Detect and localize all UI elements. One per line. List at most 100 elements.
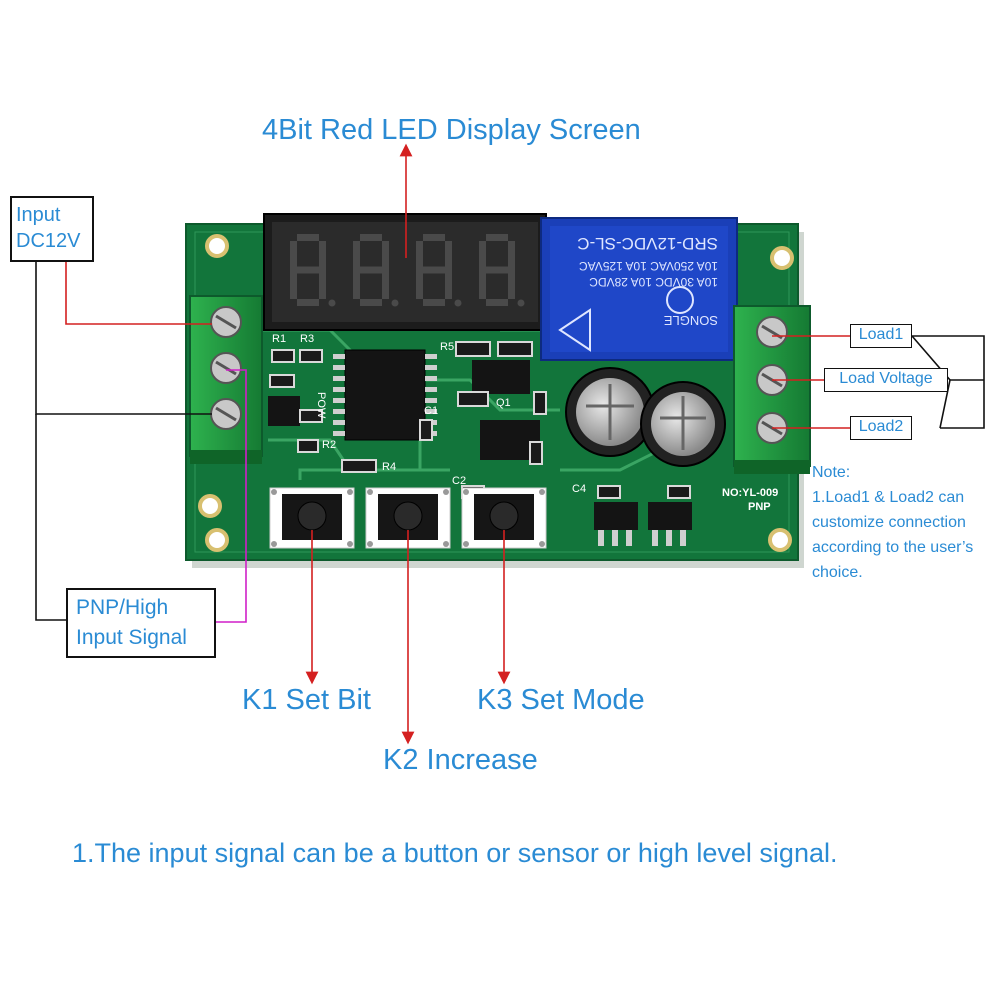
input-signal-box: PNP/High Input Signal	[66, 588, 216, 658]
silk-pow: POW	[315, 392, 327, 419]
led-segment	[297, 266, 319, 274]
tact-button-cap	[393, 501, 423, 531]
led-segment	[445, 241, 452, 270]
tact-button-leg	[443, 541, 449, 547]
smd-body	[497, 341, 533, 357]
relay-rating-2: 10A 30VDC 10A 28VDC	[589, 275, 718, 289]
terminal-screw	[210, 398, 242, 430]
screw-slot	[215, 360, 237, 376]
smd-body	[533, 391, 547, 415]
tact-button-leg	[347, 489, 353, 495]
electrolytic-capacitors	[565, 367, 726, 467]
ic-pin	[333, 354, 345, 359]
k2-label: K2 Increase	[383, 744, 538, 776]
smd-body	[297, 439, 319, 453]
tact-button-leg	[367, 489, 373, 495]
input-signal-line1: PNP/High	[76, 596, 169, 619]
ic-pin	[425, 398, 437, 403]
led-segment	[486, 299, 508, 306]
led-segment	[445, 270, 452, 299]
tact-button-leg	[271, 489, 277, 495]
note-line: 1.Load1 & Load2 can	[812, 489, 965, 506]
silk-q1: Q1	[496, 397, 511, 409]
led-dot	[454, 299, 462, 307]
led-digit	[353, 234, 399, 307]
note-block: Note: 1.Load1 & Load2 can customize conn…	[812, 460, 973, 585]
smd-body	[529, 441, 543, 465]
ic-pin	[333, 420, 345, 425]
silk-r4: R4	[382, 461, 396, 473]
tact-button-cap	[297, 501, 327, 531]
smd-part	[457, 391, 489, 407]
smd-body	[667, 485, 691, 499]
led-digit	[416, 234, 462, 307]
k1-label: K1 Set Bit	[242, 684, 371, 716]
callout-lines	[35, 143, 985, 745]
led-dot	[517, 299, 525, 307]
ic-pin	[425, 409, 437, 414]
led-segment	[479, 241, 486, 270]
silk-c4: C4	[572, 483, 586, 495]
led-segment	[479, 270, 486, 299]
led-segment	[508, 241, 515, 270]
silkscreen: R1 R3 R5 R2 R4 C1 C2 C4 Q1 POW NO:YL-009…	[272, 333, 778, 513]
smd-body	[299, 409, 323, 423]
led-dot	[328, 299, 336, 307]
board-model: NO:YL-009	[722, 487, 778, 499]
smd-body	[419, 419, 433, 441]
led-segment	[353, 241, 360, 270]
relay-model: SRD-12VDC-SL-C	[577, 234, 718, 253]
led-segment	[486, 234, 508, 241]
led-segment	[382, 241, 389, 270]
smd-part	[529, 441, 543, 465]
smd-body	[597, 485, 621, 499]
led-dot	[391, 299, 399, 307]
led-segment	[382, 270, 389, 299]
smd-part	[269, 374, 295, 388]
smd-body	[457, 391, 489, 407]
led-segment	[508, 270, 515, 299]
smd-part	[341, 459, 377, 473]
led-segment	[423, 266, 445, 274]
smd-part	[419, 419, 433, 441]
tact-button-leg	[443, 489, 449, 495]
led-segment	[290, 270, 297, 299]
led-segment	[416, 241, 423, 270]
led-digits	[290, 234, 525, 307]
led-segment	[360, 266, 382, 274]
led-segment	[297, 299, 319, 306]
tact-button-leg	[539, 489, 545, 495]
led-segment	[416, 270, 423, 299]
led-display-title: 4Bit Red LED Display Screen	[262, 114, 641, 146]
silk-r1: R1	[272, 333, 286, 345]
smd-part	[299, 409, 323, 423]
smd-part	[271, 349, 295, 363]
relay-rating-1: 10A 250VAC 10A 125VAC	[579, 259, 718, 273]
note-line: choice.	[812, 564, 863, 581]
ic-pin	[333, 431, 345, 436]
led-digit	[479, 234, 525, 307]
relay: SONGLE 10A 30VDC 10A 28VDC 10A 250VAC 10…	[540, 217, 738, 361]
footnote: 1.The input signal can be a button or se…	[72, 838, 838, 868]
led-segment	[360, 299, 382, 306]
led-segment	[423, 299, 445, 306]
led-segment	[319, 241, 326, 270]
smd-body	[341, 459, 377, 473]
tact-button-leg	[271, 541, 277, 547]
smd-part	[455, 341, 491, 357]
board-type: PNP	[748, 501, 771, 513]
led-segment	[360, 234, 382, 241]
left-terminal-screws	[210, 306, 242, 430]
smd-part	[597, 485, 621, 499]
silk-c2: C2	[452, 475, 466, 487]
smd-part	[297, 439, 319, 453]
silk-r2: R2	[322, 439, 336, 451]
load2-box: Load2	[850, 416, 912, 440]
ic-pin	[425, 354, 437, 359]
led-segment	[290, 241, 297, 270]
note-heading: Note:	[812, 464, 851, 481]
note-line: customize connection	[812, 514, 966, 531]
ic-pin	[333, 365, 345, 370]
led-segment	[297, 234, 319, 241]
